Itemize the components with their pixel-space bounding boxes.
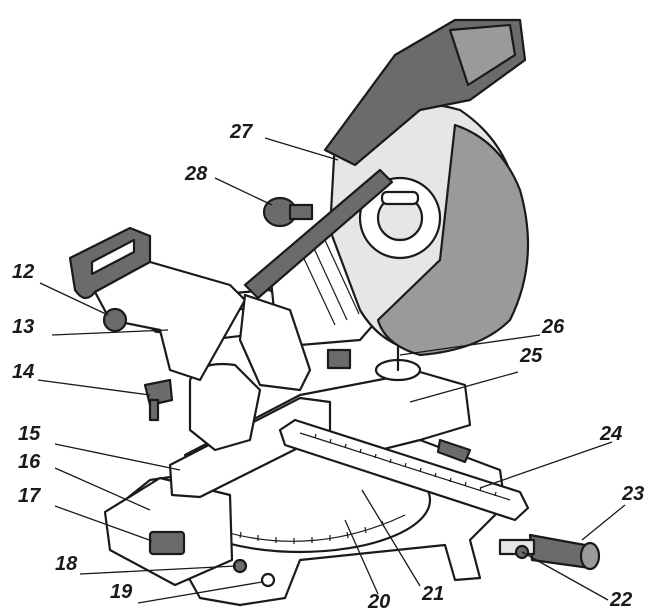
callout-24: 24 — [599, 423, 622, 445]
leader-21 — [361, 489, 421, 587]
head-mount — [238, 293, 312, 392]
leader-22 — [521, 551, 609, 601]
callout-23: 23 — [621, 483, 644, 505]
leader-28 — [214, 177, 273, 206]
leader-16 — [54, 467, 151, 511]
side-knob-stem — [288, 203, 314, 221]
callout-27: 27 — [229, 121, 253, 143]
leader-27 — [264, 137, 339, 161]
foot-handle-recess — [148, 530, 186, 556]
callout-22: 22 — [609, 589, 632, 611]
callout-26: 26 — [541, 316, 565, 338]
bevel-lock-lever — [143, 378, 174, 407]
leader-lines — [37, 137, 626, 604]
leader-12 — [39, 282, 109, 316]
arbor-bolt — [380, 190, 420, 206]
callout-13: 13 — [12, 316, 34, 338]
callout-16: 16 — [18, 451, 41, 473]
guard-link-arm — [243, 168, 394, 300]
callout-21: 21 — [421, 583, 444, 605]
callout-18: 18 — [55, 553, 78, 575]
leader-15 — [54, 443, 181, 471]
leader-17 — [54, 505, 153, 542]
leader-20 — [344, 519, 379, 595]
leader-26 — [399, 334, 541, 356]
base-bolt-hole — [260, 572, 276, 588]
callout-15: 15 — [18, 423, 41, 445]
leader-25 — [409, 371, 519, 403]
lower-blade-guard — [376, 123, 530, 357]
front-lock-knob — [579, 541, 601, 571]
handle-grip-top — [448, 23, 517, 87]
callout-19: 19 — [110, 581, 133, 603]
leader-13 — [51, 329, 169, 336]
rear-arm — [93, 260, 247, 382]
depth-stop — [326, 348, 352, 370]
bevel-lock-stem — [148, 398, 160, 422]
carry-handle-grip — [90, 238, 136, 276]
callout-25: 25 — [519, 345, 543, 367]
callout-20: 20 — [367, 591, 390, 613]
callout-14: 14 — [12, 361, 34, 383]
callout-labels: 12 13 14 15 16 17 18 19 20 21 22 23 24 2… — [12, 121, 644, 613]
extension-arm — [278, 418, 530, 522]
leader-14 — [37, 379, 151, 396]
callout-17: 17 — [18, 485, 41, 507]
leader-23 — [581, 504, 626, 541]
saw-illustration — [68, 18, 601, 607]
callout-12: 12 — [12, 261, 34, 283]
callout-28: 28 — [184, 163, 208, 185]
leader-18 — [79, 565, 237, 575]
rear-clamp-lever — [436, 438, 472, 464]
leader-24 — [479, 441, 613, 489]
rail-lock-knob — [102, 307, 128, 333]
leader-19 — [137, 581, 263, 604]
